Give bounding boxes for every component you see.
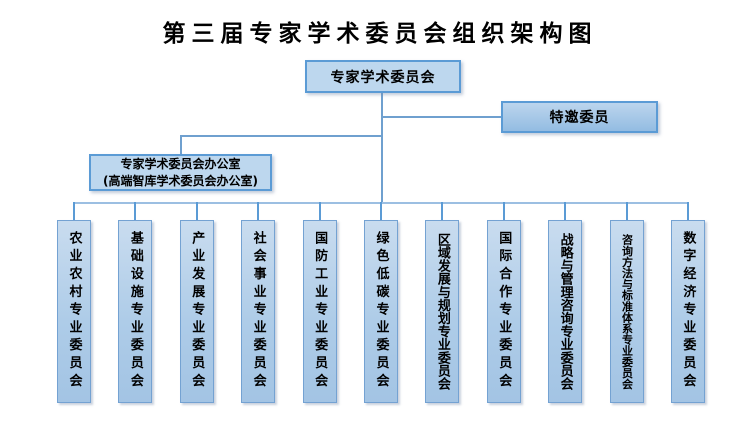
committee-label: 产业发展专业委员会 (189, 231, 205, 392)
connector-trunk (381, 93, 383, 203)
committee-box: 战略与管理咨询专业委员会 (548, 220, 583, 403)
chart-title: 第三届专家学术委员会组织架构图 (162, 21, 598, 47)
committee-cell: 社会事业专业委员会 (241, 202, 276, 404)
committee-cell: 区域发展与规划专业委员会 (425, 202, 460, 404)
connector-drop (318, 202, 321, 220)
connector-drop (502, 202, 505, 220)
connector-drop (564, 202, 567, 220)
connector-drop (73, 202, 75, 220)
committee-box: 咨询方法与标准体系专业委员会 (609, 220, 644, 403)
committee-cell: 咨询方法与标准体系专业委员会 (609, 202, 644, 404)
committee-label: 国防工业专业委员会 (312, 231, 328, 392)
special-invited-members-label: 特邀委员 (549, 110, 610, 126)
committee-box: 基础设施专业委员会 (118, 220, 153, 403)
connector-drop (379, 202, 382, 220)
connector-special-branch (382, 116, 502, 118)
connector-drop (195, 202, 198, 220)
committee-box: 数字经济专业委员会 (670, 220, 705, 403)
committee-label: 数字经济专业委员会 (680, 231, 696, 392)
connector-drop (134, 202, 137, 220)
connector-drop (257, 202, 260, 220)
connector-drop (686, 202, 689, 220)
committee-office-label-line2: (高端智库学术委员会办公室) (103, 173, 258, 188)
committee-label: 国际合作专业委员会 (496, 231, 512, 392)
committee-label: 战略与管理咨询专业委员会 (557, 232, 573, 391)
connector-office-branch-vertical (180, 136, 182, 155)
committee-office-box: 专家学术委员会办公室 (高端智库学术委员会办公室) (89, 154, 272, 191)
committee-box: 农业农村专业委员会 (57, 220, 91, 403)
connector-drop (441, 202, 444, 220)
committee-cell: 绿色低碳专业委员会 (363, 202, 398, 404)
committee-cell: 基础设施专业委员会 (118, 202, 153, 404)
committee-cell: 数字经济专业委员会 (670, 202, 705, 404)
committee-label: 基础设施专业委员会 (127, 231, 143, 392)
special-invited-members-box: 特邀委员 (501, 101, 658, 133)
committee-cell: 产业发展专业委员会 (179, 202, 214, 404)
committee-box: 国际合作专业委员会 (486, 220, 521, 403)
committee-cell: 战略与管理咨询专业委员会 (548, 202, 583, 404)
committee-label: 农业农村专业委员会 (66, 231, 82, 392)
committees-row: 农业农村专业委员会 基础设施专业委员会 产业发展专业委员会 社会事业专业委员会 国防工业… (57, 202, 705, 404)
committee-box: 区域发展与规划专业委员会 (425, 220, 460, 403)
committee-label: 区域发展与规划专业委员会 (434, 232, 450, 391)
committee-box: 国防工业专业委员会 (302, 220, 337, 403)
committee-label: 绿色低碳专业委员会 (373, 231, 389, 392)
committee-box: 产业发展专业委员会 (179, 220, 214, 403)
committee-office-label-line1: 专家学术委员会办公室 (120, 157, 241, 172)
root-committee-box: 专家学术委员会 (305, 60, 461, 93)
committee-box: 社会事业专业委员会 (241, 220, 276, 403)
committee-cell: 国际合作专业委员会 (486, 202, 521, 404)
committee-cell: 国防工业专业委员会 (302, 202, 337, 404)
root-committee-label: 专家学术委员会 (330, 69, 436, 86)
committee-box: 绿色低碳专业委员会 (363, 220, 398, 403)
committee-cell: 农业农村专业委员会 (57, 202, 91, 404)
connector-office-branch-horizontal (180, 135, 382, 137)
connector-drop (625, 202, 628, 220)
committee-label: 社会事业专业委员会 (250, 231, 266, 392)
committee-label: 咨询方法与标准体系专业委员会 (620, 233, 634, 390)
